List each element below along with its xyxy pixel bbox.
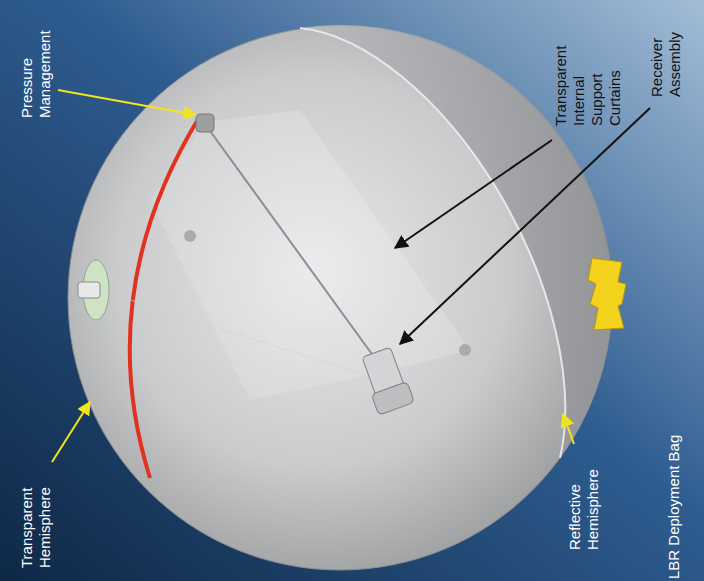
- curtain-anchor: [184, 230, 196, 242]
- leader-arrow: [52, 402, 90, 462]
- seam-arc: [130, 116, 200, 478]
- callout-label: Pressure Management: [18, 6, 54, 118]
- callout-label: Transparent Internal Support Curtains: [552, 26, 624, 126]
- pressure-unit: [196, 114, 214, 132]
- callout-label: Reflective Hemisphere: [566, 450, 602, 550]
- leader-arrow: [563, 414, 574, 444]
- leader-arrow: [400, 108, 650, 344]
- receiver: [358, 346, 414, 415]
- callout-label: LBR Deployment Bag: [665, 409, 683, 579]
- dish-feed: [78, 282, 100, 298]
- leader-arrow: [395, 140, 552, 248]
- leader-arrow: [58, 90, 196, 115]
- deployment-bag: [588, 258, 626, 330]
- support-curtain: [150, 122, 385, 400]
- feed-line: [100, 290, 380, 380]
- callout-label: Receiver Assembly: [648, 15, 684, 97]
- curtain-anchor: [459, 344, 471, 356]
- callout-label: Transparent Hemisphere: [18, 468, 54, 568]
- support-line: [205, 124, 382, 368]
